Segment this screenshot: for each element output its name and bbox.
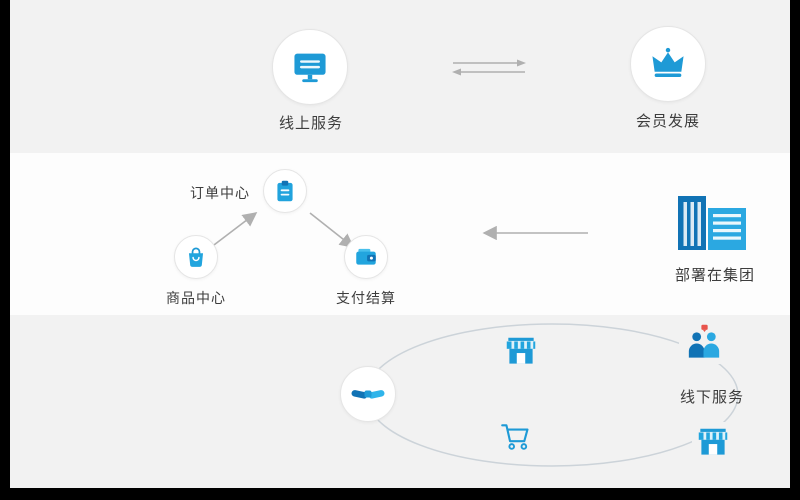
deployment-label: 部署在集团 [674, 266, 755, 284]
member-growth-label: 会员发展 [635, 112, 700, 130]
payment-node [344, 235, 388, 279]
monitor-icon [290, 47, 330, 87]
cart-icon [496, 417, 538, 459]
order-center-node [263, 169, 307, 213]
product-center-label: 商品中心 [166, 291, 226, 307]
storefront-icon [692, 422, 734, 464]
clipboard-icon [272, 178, 298, 204]
exchange-arrows-icon [447, 57, 531, 79]
wallet-icon [353, 244, 379, 270]
online-section: 线上服务 会员发展 [10, 0, 790, 153]
buildings-icon [670, 194, 758, 252]
online-service-node [272, 29, 348, 105]
diagram-canvas: 线上服务 会员发展 [10, 0, 790, 488]
platform-section: 订单中心 商品中心 [10, 153, 790, 315]
online-service-label: 线上服务 [278, 114, 343, 132]
shopping-bag-icon [183, 244, 209, 270]
people-icon [679, 322, 729, 364]
offline-section: 线下服务 [10, 315, 790, 488]
offline-service-label: 线下服务 [679, 388, 744, 406]
middle-connector-arrows [209, 212, 588, 249]
handshake-icon [351, 381, 385, 407]
handshake-node [340, 366, 396, 422]
product-center-node [174, 235, 218, 279]
member-growth-node [630, 26, 706, 102]
crown-icon [648, 44, 688, 84]
payment-label: 支付结算 [336, 291, 396, 307]
order-center-label: 订单中心 [190, 186, 250, 202]
storefront-icon [500, 331, 542, 373]
